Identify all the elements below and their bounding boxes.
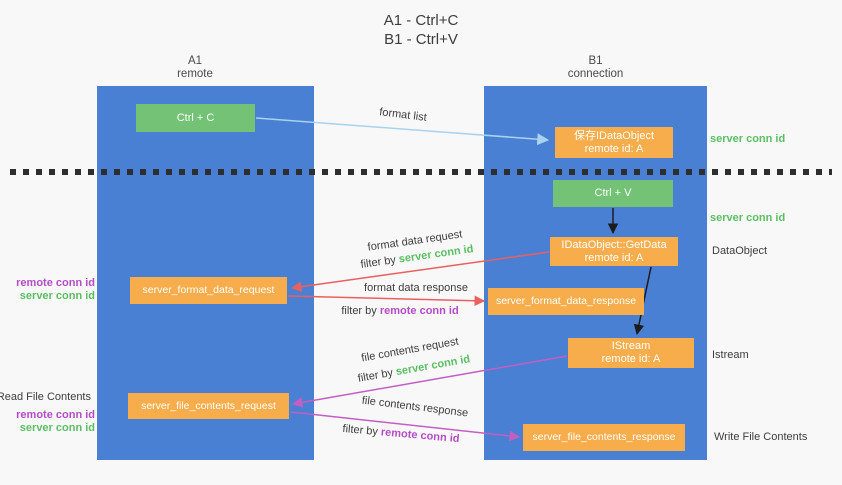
arrow-label-format-list: format list bbox=[378, 106, 428, 124]
filter-by-text-2: filter by bbox=[341, 305, 377, 317]
phase-divider-dotted-line bbox=[10, 169, 832, 175]
annotation-server-conn-id-left-2: server conn id bbox=[19, 422, 95, 434]
node-server-format-data-response: server_format_data_response bbox=[488, 288, 644, 315]
column-b1-id: B1 bbox=[588, 55, 603, 67]
annotation-remote-conn-id-left-1: remote conn id bbox=[16, 277, 95, 289]
annotation-dataobject: DataObject bbox=[712, 245, 768, 257]
annotation-server-conn-id-mid-right: server conn id bbox=[710, 212, 786, 224]
node-server-format-data-request: server_format_data_request bbox=[130, 277, 287, 304]
node-server-format-data-response-label: server_format_data_response bbox=[495, 295, 637, 307]
annotation-remote-conn-id-left-2: remote conn id bbox=[16, 409, 95, 421]
node-istream-line2: remote id: A bbox=[601, 353, 661, 365]
arrow-label-format-data-response: format data response bbox=[364, 282, 468, 294]
diagram-title: A1 - Ctrl+C B1 - Ctrl+V bbox=[0, 11, 842, 49]
node-getdata-line1: IDataObject::GetData bbox=[561, 238, 667, 251]
node-server-file-contents-request: server_file_contents_request bbox=[128, 393, 289, 419]
annotation-server-conn-id-top-right: server conn id bbox=[710, 133, 786, 145]
title-line-1: A1 - Ctrl+C bbox=[383, 12, 459, 29]
column-header-b1: B1 connection bbox=[484, 55, 707, 81]
node-save-idataobject-line1: 保存IDataObject bbox=[573, 129, 655, 142]
node-getdata-line2: remote id: A bbox=[584, 251, 644, 264]
node-server-file-contents-response: server_file_contents_response bbox=[523, 424, 685, 451]
column-header-a1: A1 remote bbox=[85, 55, 305, 81]
annotation-read-file-contents: Read File Contents bbox=[0, 391, 91, 403]
node-server-format-data-request-label: server_format_data_request bbox=[142, 284, 275, 296]
node-save-idataobject-line2: remote id: A bbox=[584, 142, 644, 155]
filter-by-text-1: filter by bbox=[359, 254, 397, 271]
arrow-label-filter-by-remote-conn-id-2: filter by remote conn id bbox=[342, 423, 460, 445]
remote-conn-id-text-1: remote conn id bbox=[379, 305, 459, 317]
title-line-2: B1 - Ctrl+V bbox=[384, 31, 458, 48]
node-istream: IStream remote id: A bbox=[568, 338, 694, 368]
node-server-file-contents-request-label: server_file_contents_request bbox=[141, 399, 276, 412]
node-idataobject-getdata: IDataObject::GetData remote id: A bbox=[550, 237, 678, 266]
arrow-format-data-response bbox=[287, 295, 486, 307]
filter-by-text-4: filter by bbox=[342, 422, 379, 438]
node-server-file-contents-response-label: server_file_contents_response bbox=[532, 431, 676, 443]
node-ctrl-v-label: Ctrl + V bbox=[594, 187, 632, 199]
node-istream-line1: IStream bbox=[611, 340, 651, 352]
filter-by-text-3: filter by bbox=[356, 366, 394, 385]
column-a1-id: A1 bbox=[187, 55, 203, 67]
column-b1-role: connection bbox=[567, 68, 624, 80]
annotation-write-file-contents: Write File Contents bbox=[714, 431, 808, 443]
node-ctrl-c-label: Ctrl + C bbox=[176, 111, 215, 124]
remote-conn-id-text-2: remote conn id bbox=[380, 426, 460, 446]
node-save-idataobject: 保存IDataObject remote id: A bbox=[555, 127, 673, 158]
arrow-label-file-contents-response: file contents response bbox=[361, 394, 469, 420]
server-conn-id-text-2: server conn id bbox=[394, 353, 472, 379]
column-a1-role: remote bbox=[177, 68, 213, 80]
annotation-server-conn-id-left-1: server conn id bbox=[19, 290, 95, 302]
node-ctrl-v: Ctrl + V bbox=[553, 180, 673, 207]
arrow-label-filter-by-remote-conn-id-1: filter by remote conn id bbox=[341, 305, 458, 317]
annotation-istream: Istream bbox=[712, 349, 749, 361]
node-ctrl-c: Ctrl + C bbox=[136, 104, 255, 132]
